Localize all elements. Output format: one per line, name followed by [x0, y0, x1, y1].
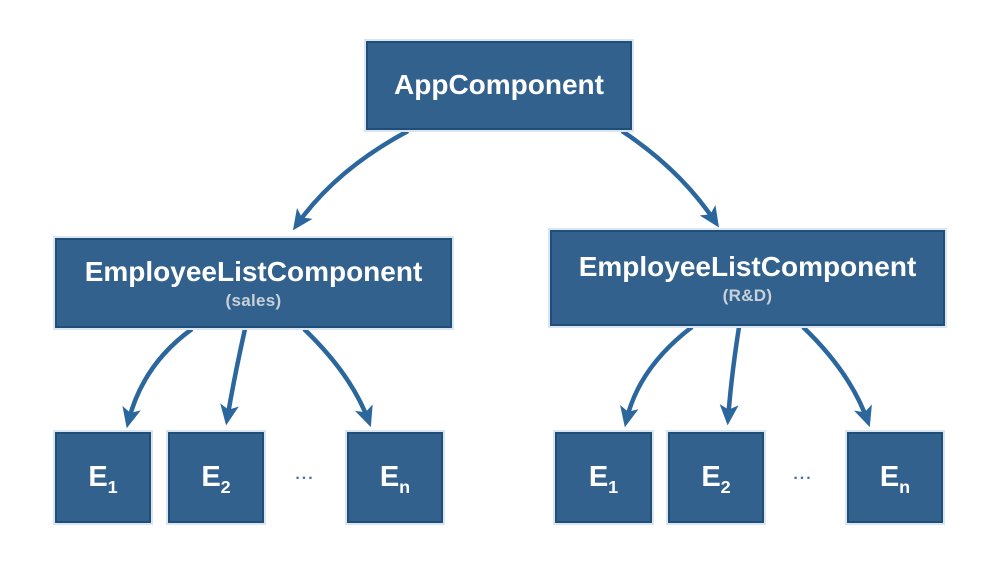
node-sublabel: (R&D) — [722, 285, 773, 305]
node-label: EmployeeListComponent — [578, 250, 917, 282]
arrow-root-to-sales-group — [292, 129, 410, 231]
node-app-component: AppComponent — [366, 41, 632, 130]
node-label: EmployeeListComponent — [84, 255, 423, 287]
arrow-sales-to-e1 — [122, 327, 194, 429]
node-sublabel: (sales) — [225, 290, 282, 310]
arrow-rnd-to-e2 — [719, 326, 742, 426]
ellipsis-sales: ... — [295, 466, 315, 483]
arrow-rnd-to-en — [801, 325, 872, 428]
ellipsis-rnd: ... — [793, 466, 813, 483]
node-sales-e2: E2 — [168, 432, 264, 523]
node-rnd-en: En — [847, 432, 943, 523]
node-label: E2 — [701, 460, 731, 497]
arrow-sales-to-en — [302, 327, 373, 428]
arrow-rnd-to-e1 — [620, 325, 694, 428]
arrow-sales-to-e2 — [220, 328, 248, 426]
node-rnd-e1: E1 — [555, 432, 652, 523]
node-label: En — [379, 460, 411, 497]
node-label: E2 — [201, 460, 231, 497]
node-label: AppComponent — [394, 69, 604, 101]
node-sales-e1: E1 — [55, 432, 151, 523]
node-label: E1 — [88, 460, 118, 497]
node-rnd-e2: E2 — [668, 432, 764, 523]
node-employee-list-sales: EmployeeListComponent (sales) — [55, 238, 452, 328]
node-label: E1 — [588, 460, 619, 497]
node-sales-en: En — [347, 432, 443, 523]
arrow-root-to-rnd-group — [620, 129, 719, 228]
node-label: En — [879, 460, 911, 497]
node-employee-list-rnd: EmployeeListComponent (R&D) — [550, 230, 945, 326]
